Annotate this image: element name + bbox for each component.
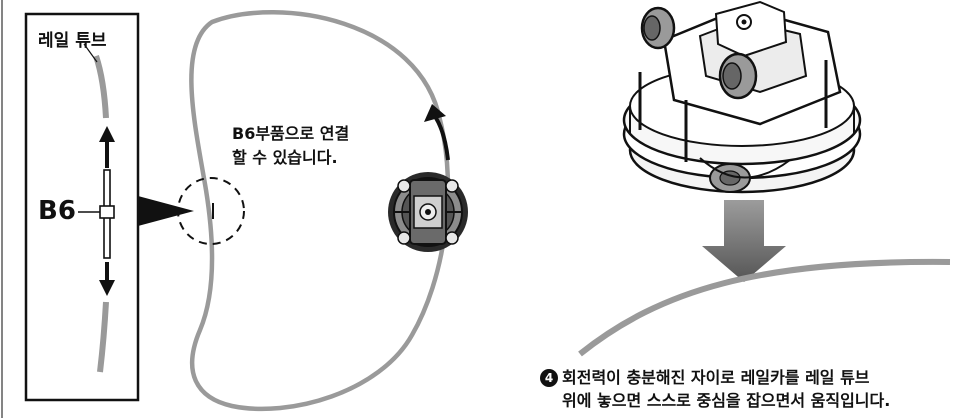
rail-tube-lower-segment [97, 301, 109, 373]
b6-part-label: B6 [38, 196, 76, 226]
rail-tube-loop [189, 10, 451, 412]
connection-note-line-1: B6부품으로 연결 [232, 124, 350, 143]
gyro-car-top-view [388, 172, 468, 252]
step-caption-line-2: 위에 놓으면 스스로 중심을 잡으면서 움직입니다. [562, 391, 891, 410]
b6-connector-part [99, 169, 115, 259]
rail-tube-upper-segment [93, 55, 109, 119]
connection-note-line-2: 할 수 있습니다. [232, 148, 338, 167]
step-number-badge: 4 [540, 369, 558, 387]
zoom-callout-pointer [138, 196, 194, 226]
placement-arrow [702, 200, 786, 282]
rail-tube-curve [578, 258, 951, 357]
direction-arrow [424, 104, 450, 161]
inset-title: 레일 튜브 [38, 31, 107, 51]
title-leader-line [83, 43, 98, 63]
connection-note: B6부품으로 연결 할 수 있습니다. [232, 122, 349, 170]
up-arrow [99, 126, 115, 168]
down-arrow [99, 262, 115, 296]
connection-point-dashed-circle [177, 177, 245, 245]
gyro-car-perspective [622, 0, 862, 194]
step-caption-text-1: 회전력이 충분해진 자이로 레일카를 레일 튜브 [562, 368, 870, 387]
